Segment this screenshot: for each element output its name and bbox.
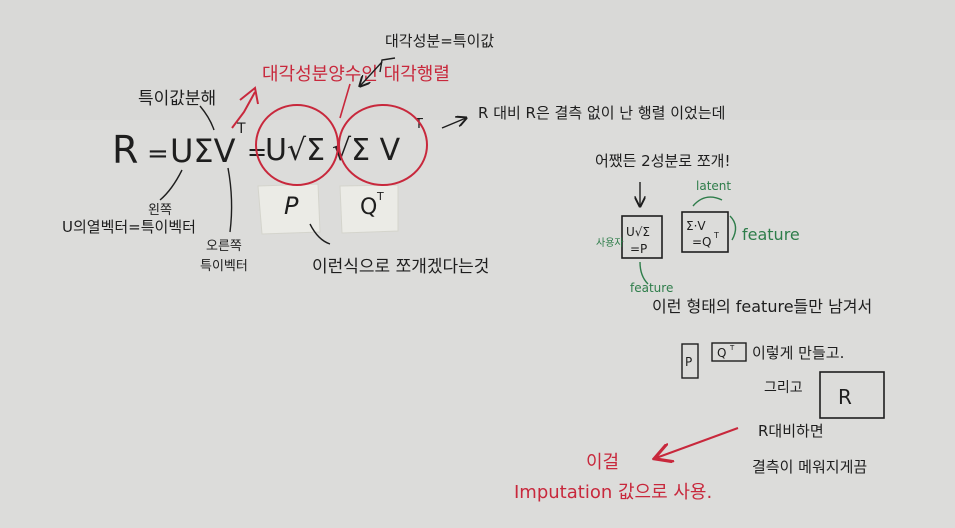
box-u-sigma bbox=[621, 215, 663, 259]
label-qt: Q bbox=[360, 195, 377, 220]
label-diag-sqrt: 대각성분양수인 대각행렬 bbox=[262, 64, 450, 85]
formula-u-sqrt-sigma: U√Σ bbox=[265, 133, 325, 168]
box-p-small bbox=[681, 343, 699, 379]
label-r-note: R 대비 R은 결측 없이 난 행렬 이었는데 bbox=[478, 104, 725, 122]
label-feature-left: feature bbox=[630, 281, 673, 295]
circle-qt-group bbox=[338, 104, 428, 186]
box-p-small-label: P bbox=[685, 355, 692, 369]
label-restore1: R대비하면 bbox=[758, 422, 824, 440]
box-sigma-v-t: T bbox=[713, 231, 719, 240]
box-sigma-v bbox=[681, 211, 729, 253]
label-feature-right: feature bbox=[742, 225, 800, 244]
label-split: 이런식으로 쪼개겠다는것 bbox=[312, 257, 489, 277]
box-qt-small bbox=[711, 342, 747, 362]
label-then: 그리고 bbox=[764, 380, 803, 396]
label-this-feature: 이런 형태의 feature들만 남겨서 bbox=[652, 297, 872, 316]
label-qt-t: T bbox=[376, 190, 384, 203]
red-arrow-impute bbox=[656, 427, 739, 458]
label-left-sing: 왼쪽 bbox=[148, 203, 172, 218]
box-r-label: R bbox=[838, 385, 852, 409]
box-u-sigma-p: =P bbox=[630, 242, 647, 256]
label-restore2: 결측이 메워지게끔 bbox=[752, 458, 867, 476]
formula-t1: T bbox=[236, 121, 246, 137]
box-sigma-v-label: Σ·V bbox=[686, 219, 706, 233]
formula-t2: T bbox=[414, 117, 423, 132]
formula-usv: UΣV bbox=[170, 132, 236, 170]
box-u-sigma-label: U√Σ bbox=[626, 225, 650, 239]
label-p: P bbox=[284, 192, 299, 220]
box-qt-small-label: Q bbox=[717, 346, 726, 360]
label-diag-eq: 대각성분=특이값 bbox=[385, 32, 494, 50]
label-make-these: 이렇게 만들고. bbox=[752, 344, 844, 362]
label-latent: latent bbox=[696, 179, 731, 193]
red-arrow-diag bbox=[231, 91, 256, 129]
box-r bbox=[819, 371, 885, 419]
formula-eq1: = bbox=[147, 139, 169, 169]
label-user: 사용자 bbox=[596, 237, 624, 249]
label-right-vec2: 특이벡터 bbox=[200, 259, 248, 274]
box-qt-small-t: T bbox=[729, 344, 735, 352]
formula-r: R bbox=[112, 128, 138, 172]
label-left-vec: U의열벡터=특이벡터 bbox=[62, 218, 196, 236]
label-anyhow: 어쨌든 2성분로 쪼개! bbox=[595, 152, 731, 170]
box-sigma-v-qt: =Q bbox=[692, 235, 712, 249]
label-right-vec1: 오른쪽 bbox=[206, 239, 242, 254]
label-red-use2: Imputation 값으로 사용. bbox=[514, 482, 712, 503]
label-red-use1: 이걸 bbox=[586, 452, 619, 473]
label-eigen-decomp: 특이값분해 bbox=[138, 89, 216, 109]
